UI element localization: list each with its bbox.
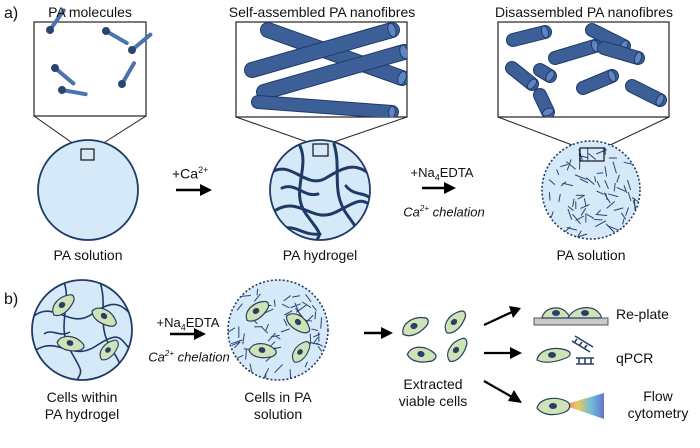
arrow-extract — [364, 327, 393, 339]
cell — [399, 314, 431, 338]
fibre-fragment — [246, 349, 247, 359]
fibre-fragment — [257, 289, 258, 295]
panel-letter-a: a) — [4, 6, 18, 22]
pa-hydrogel-circle — [270, 140, 372, 244]
extracted-cells-group — [399, 308, 471, 366]
flow-cytometry-icon — [537, 393, 604, 419]
label-cells-hydrogel-1: Cells within — [47, 389, 118, 405]
arrow-to-flow — [484, 381, 522, 403]
replate-icon — [534, 308, 608, 325]
label-pa-solution-1: PA solution — [53, 247, 122, 263]
chelation-b-prefix: Ca — [148, 349, 165, 364]
title-self-assembled: Self-assembled PA nanofibres — [229, 4, 416, 20]
label-replate: Re-plate — [616, 306, 669, 322]
reagent-edta-a-tail: EDTA — [440, 165, 474, 180]
chelation-b-sup: 2+ — [165, 349, 174, 358]
label-extracted-1: Extracted — [403, 376, 462, 392]
arrow-ca-addition — [176, 184, 212, 196]
label-extracted-2: viable cells — [399, 393, 467, 409]
chelation-note-a: Ca2+ chelation — [403, 201, 484, 219]
label-cells-solution-2: solution — [254, 406, 302, 422]
pa-solution-fragments-circle — [542, 141, 641, 239]
reagent-edta-a-text: +Na — [411, 165, 435, 180]
short-rod-body — [513, 32, 545, 40]
chelation-a-sup: 2+ — [420, 204, 429, 213]
chelation-b-tail: chelation — [174, 349, 230, 364]
chelation-a-prefix: Ca — [403, 204, 420, 219]
reagent-edta-b-tail: EDTA — [186, 315, 220, 330]
cell — [440, 308, 470, 336]
reagent-ca-sup: 2+ — [198, 165, 208, 175]
arrow-to-qpcr — [484, 347, 522, 359]
zoom-box-molecules — [34, 22, 146, 149]
chelation-a-tail: chelation — [429, 204, 485, 219]
panel-letter-b: b) — [4, 292, 18, 308]
cell — [443, 335, 472, 364]
label-flow-1: Flow — [643, 388, 673, 404]
reagent-edta-a: +Na4EDTA — [411, 165, 474, 186]
label-cells-solution-1: Cells in PA — [244, 389, 311, 405]
chelation-note-b: Ca2+ chelation — [148, 346, 229, 364]
arrow-to-replate — [484, 306, 521, 325]
reagent-edta-b-text: +Na — [157, 315, 181, 330]
label-flow-2: cytometry — [628, 405, 689, 421]
label-pa-solution-2: PA solution — [556, 247, 625, 263]
title-disassembled: Disassembled PA nanofibres — [495, 4, 673, 20]
label-pa-hydrogel: PA hydrogel — [283, 247, 357, 263]
label-qpcr: qPCR — [616, 350, 653, 366]
label-cells-hydrogel-2: PA hydrogel — [45, 406, 119, 422]
title-pa-molecules: PA molecules — [48, 4, 132, 20]
reagent-ca: +Ca2+ — [172, 162, 208, 182]
reagent-edta-b: +Na4EDTA — [157, 315, 220, 336]
fibre-fragment — [549, 193, 550, 201]
nanofibre-end — [388, 106, 396, 118]
cell — [406, 344, 437, 366]
pa-solution-circle — [38, 140, 138, 240]
cells-solution-circle — [227, 280, 328, 382]
cells-hydrogel-circle — [32, 280, 134, 382]
reagent-ca-text: +Ca — [172, 166, 198, 182]
qpcr-icon — [537, 336, 594, 364]
